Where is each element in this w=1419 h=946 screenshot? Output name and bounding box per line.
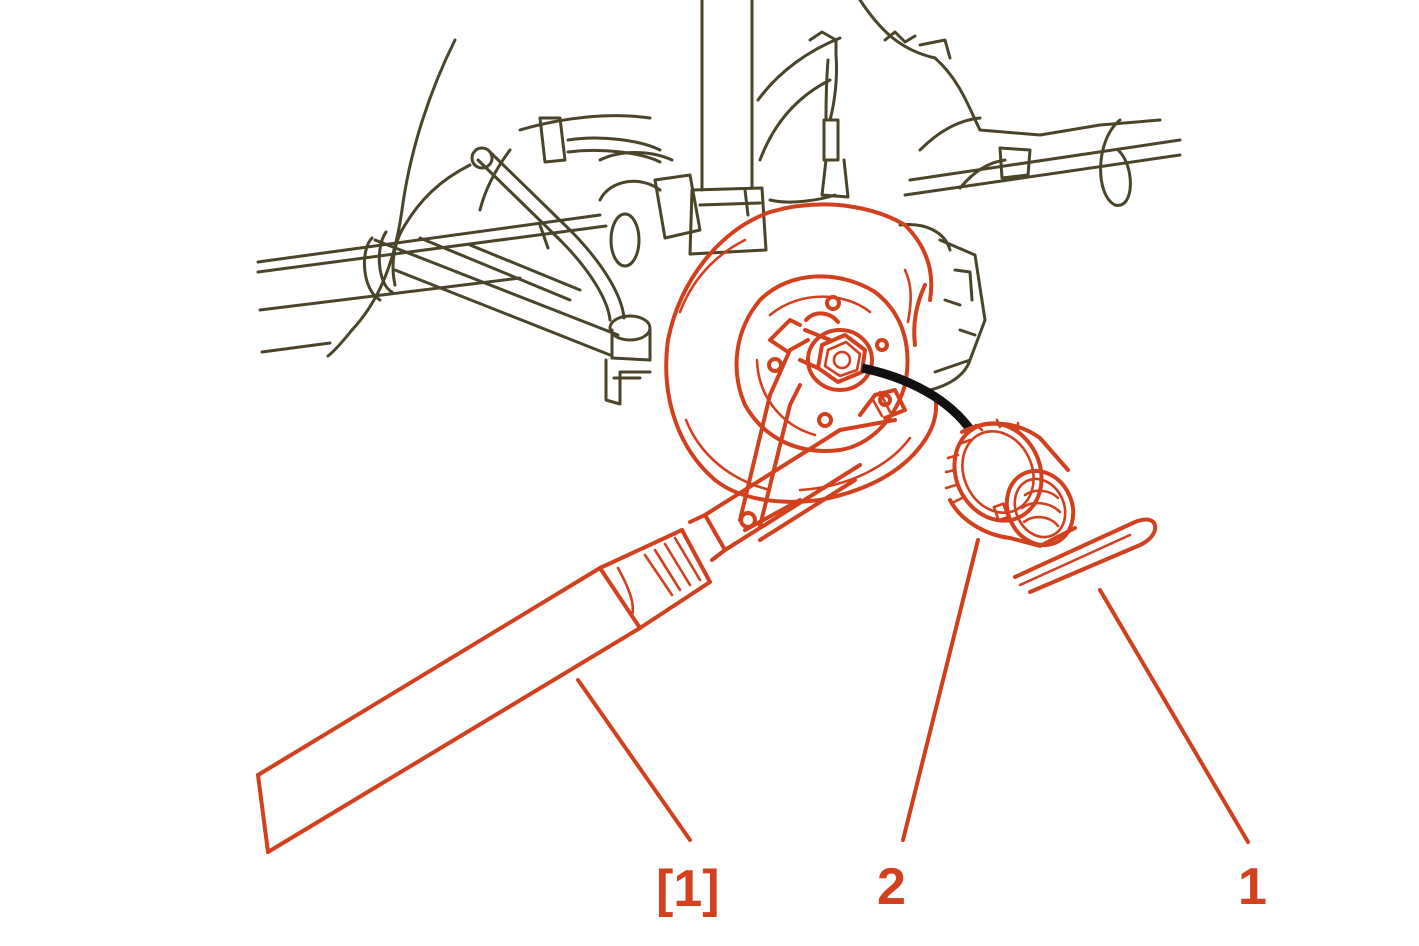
hub-nut-part (944, 418, 1077, 548)
callout-line-part-1 (1098, 588, 1250, 844)
callout-label-tool: [1] (656, 860, 720, 918)
holding-tool (256, 311, 907, 854)
callout-line-tool (576, 678, 692, 842)
brake-disc (664, 202, 939, 504)
callout-label-part-2: 2 (877, 858, 906, 916)
vehicle-chassis-linework (256, 0, 1182, 406)
callout-label-part-1: 1 (1238, 858, 1267, 916)
callout-line-part-2 (901, 538, 980, 842)
split-pin-part (1013, 517, 1158, 594)
motion-arrow (861, 363, 976, 435)
